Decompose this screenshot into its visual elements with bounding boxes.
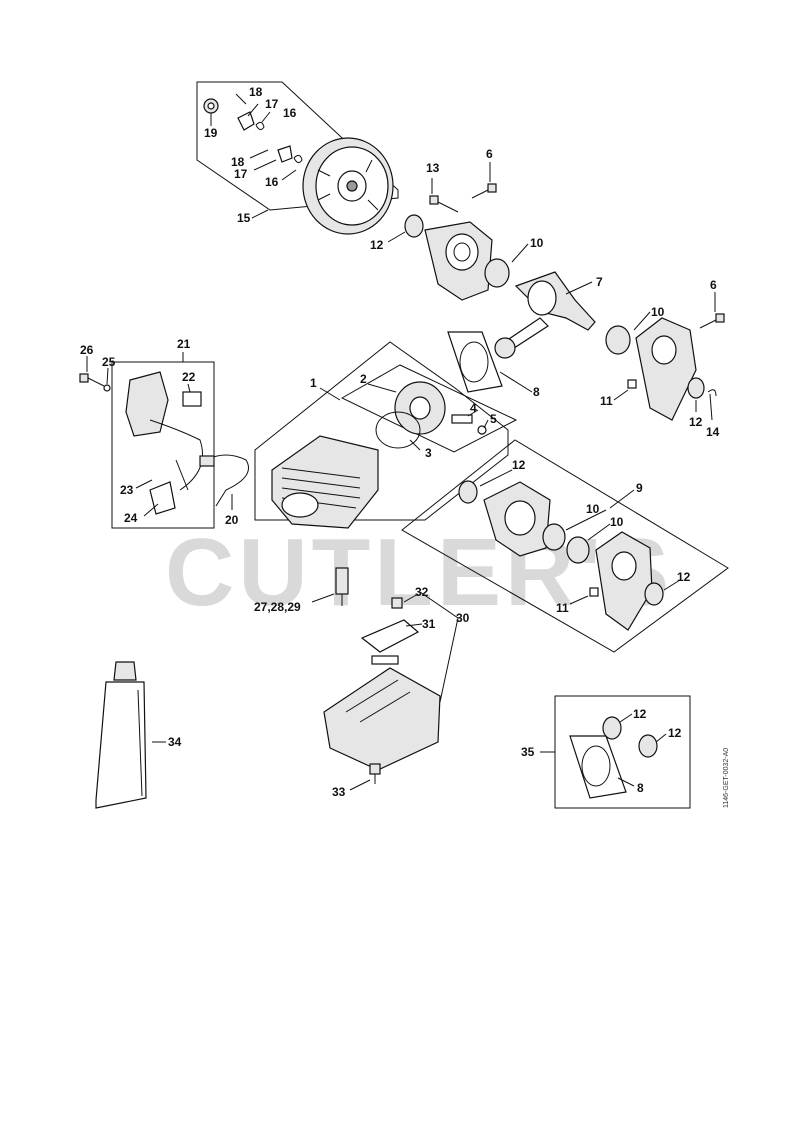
callout-23: 23 (120, 483, 134, 497)
callout-15: 15 (237, 211, 251, 225)
screw-6-top (471, 183, 497, 199)
piston-ring-3 (375, 411, 421, 449)
callout-12-mid-top: 12 (512, 458, 526, 472)
flywheel-small-parts (203, 98, 303, 164)
bearing-10-mid-b (566, 536, 590, 564)
piston-icon (394, 381, 446, 435)
callout-19: 19 (204, 126, 218, 140)
screw-32 (391, 597, 403, 609)
bearing-10-mid-a (542, 523, 566, 551)
callout-27-28-29: 27,28,29 (254, 600, 301, 614)
callout-4: 4 (470, 401, 477, 415)
crankcase-group-frame (401, 439, 729, 653)
pin-11 (627, 379, 637, 389)
seal-12-mid-right (644, 582, 664, 606)
grease-tube-icon (95, 661, 147, 809)
bearing-top (484, 258, 510, 288)
callout-33: 33 (332, 785, 346, 799)
callout-25: 25 (102, 355, 116, 369)
callout-16-b: 16 (265, 175, 279, 189)
callout-14: 14 (706, 425, 720, 439)
document-id: 1146-GET-0032-A0 (723, 748, 730, 808)
callout-20: 20 (225, 513, 239, 527)
leader-30-bracket (419, 591, 459, 703)
screw-13 (429, 195, 459, 213)
callout-12-set-a: 12 (633, 707, 647, 721)
callout-16-a: 16 (283, 106, 297, 120)
callout-34: 34 (168, 735, 182, 749)
callout-13: 13 (426, 161, 440, 175)
callout-6-right: 6 (710, 278, 717, 292)
gasket-set-frame (554, 695, 691, 809)
crankcase-half-icon (424, 221, 493, 301)
gasket-set-parts (569, 716, 658, 799)
callout-10-top: 10 (530, 236, 544, 250)
callout-18-b: 18 (231, 155, 245, 169)
callout-17-b: 17 (234, 167, 248, 181)
crankcase-left (483, 481, 551, 557)
ignition-lead-20 (199, 454, 249, 507)
screw-26 (79, 373, 111, 392)
callout-24: 24 (124, 511, 138, 525)
callout-10-mid-a: 10 (586, 502, 600, 516)
seal-12-mid-left (458, 480, 478, 504)
seal-ring-top (404, 214, 424, 238)
callout-9: 9 (636, 481, 643, 495)
callout-12-mid-right: 12 (677, 570, 691, 584)
screw-6-right (699, 313, 725, 329)
callout-10-right: 10 (651, 305, 665, 319)
cylinder-group-frame (254, 341, 509, 521)
callout-35: 35 (521, 745, 535, 759)
callout-8-set: 8 (637, 781, 644, 795)
screw-33 (369, 763, 381, 784)
pin-11-mid (589, 587, 599, 597)
callout-12-set-b: 12 (668, 726, 682, 740)
callout-26: 26 (80, 343, 94, 357)
callout-30: 30 (456, 611, 470, 625)
callout-3: 3 (425, 446, 432, 460)
piston-pin-4 (451, 414, 473, 424)
cylinder-icon (271, 435, 379, 529)
callout-7: 7 (596, 275, 603, 289)
callout-22: 22 (182, 370, 196, 384)
callout-12-right: 12 (689, 415, 703, 429)
crankshaft-icon (494, 271, 596, 359)
callout-31: 31 (422, 617, 436, 631)
callout-5: 5 (490, 412, 497, 426)
flywheel-icon (302, 137, 394, 235)
callout-11-top: 11 (600, 394, 613, 408)
spark-plug-27 (335, 567, 349, 606)
callout-2: 2 (360, 372, 367, 386)
callout-8-top: 8 (533, 385, 540, 399)
flywheel-group-frame (196, 81, 399, 211)
seal-12-right (687, 377, 705, 399)
leader-lines (86, 93, 717, 791)
callout-21: 21 (177, 337, 191, 351)
callout-1: 1 (310, 376, 317, 390)
watermark-text: CUTLER'S (165, 519, 673, 626)
callout-11-mid: 11 (556, 601, 569, 615)
callout-17-a: 17 (265, 97, 279, 111)
callout-10-mid-b: 10 (610, 515, 624, 529)
crankcase-right (635, 317, 697, 421)
callout-12-top: 12 (370, 238, 384, 252)
ignition-group-frame (111, 361, 215, 529)
callout-32: 32 (415, 585, 429, 599)
callout-18-a: 18 (249, 85, 263, 99)
gasket-8-top (447, 331, 503, 393)
callout-6-top: 6 (486, 147, 493, 161)
bearing-right (605, 325, 631, 355)
muffler-icon (323, 619, 441, 771)
ignition-module-icon (125, 371, 203, 515)
